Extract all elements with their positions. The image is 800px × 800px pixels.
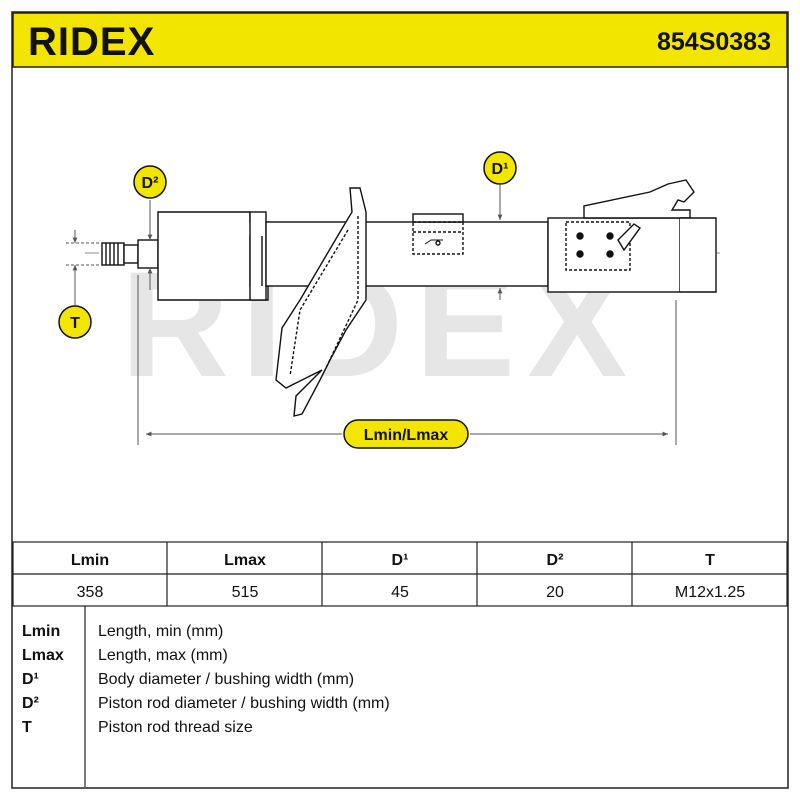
table-header-d2: D²	[547, 552, 564, 569]
table-value-lmax: 515	[232, 584, 259, 601]
legend-key-d2: D²	[22, 695, 39, 712]
label-t-text: T	[70, 315, 80, 332]
table-header-t: T	[705, 552, 715, 569]
legend-key-lmax: Lmax	[22, 647, 64, 664]
spec-table: Lmin Lmax D¹ D² T 358 515 45 20 M12x1.25	[12, 541, 788, 607]
shock-absorber-drawing	[85, 179, 720, 417]
table-value-lmin: 358	[77, 584, 104, 601]
legend-text-lmin: Length, min (mm)	[98, 623, 223, 640]
label-d1: D¹	[483, 151, 517, 185]
table-header-lmin: Lmin	[71, 552, 109, 569]
legend-key-lmin: Lmin	[22, 623, 60, 640]
legend-text-lmax: Length, max (mm)	[98, 647, 228, 664]
table-header-lmax: Lmax	[224, 552, 266, 569]
legend: Lmin Length, min (mm) Lmax Length, max (…	[22, 606, 390, 787]
table-header-d1: D¹	[392, 552, 409, 569]
brand-logo: RIDEX	[28, 20, 155, 64]
outer-frame	[11, 11, 789, 789]
table-value-d2: 20	[546, 584, 564, 601]
label-t: T	[58, 305, 92, 339]
label-d2-text: D²	[142, 175, 159, 192]
dimension-lines	[66, 185, 677, 445]
label-d2: D²	[133, 165, 167, 199]
part-number: 854S0383	[657, 28, 771, 56]
table-value-d1: 45	[391, 584, 409, 601]
legend-text-d2: Piston rod diameter / bushing width (mm)	[98, 695, 390, 712]
legend-text-d1: Body diameter / bushing width (mm)	[98, 671, 354, 688]
header-bar: RIDEX 854S0383	[12, 12, 788, 68]
legend-key-t: T	[22, 719, 32, 736]
label-length-text: Lmin/Lmax	[364, 427, 449, 444]
legend-text-t: Piston rod thread size	[98, 719, 253, 736]
label-length: Lmin/Lmax	[343, 419, 469, 449]
label-d1-text: D¹	[492, 161, 509, 178]
table-value-t: M12x1.25	[675, 584, 745, 601]
legend-key-d1: D¹	[22, 671, 39, 688]
